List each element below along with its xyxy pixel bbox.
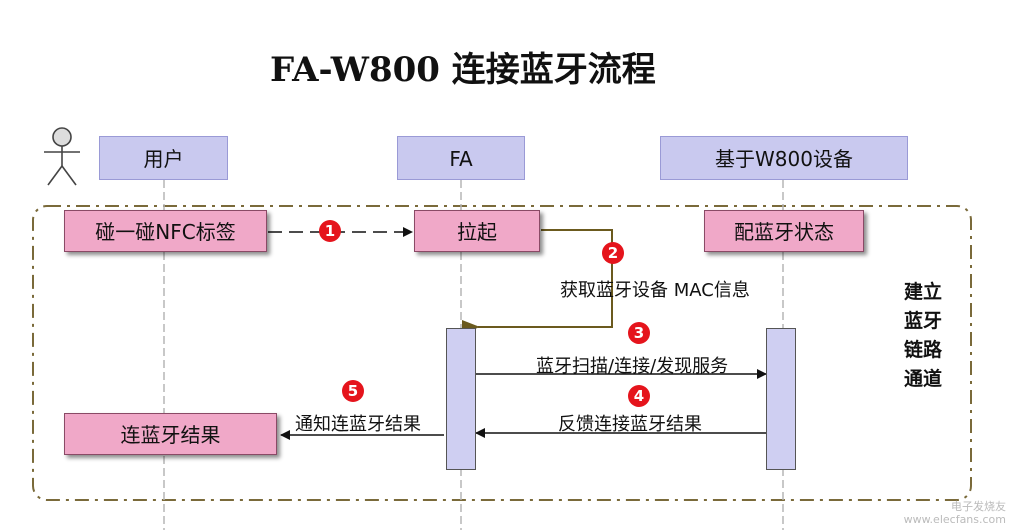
side-note-line: 链路 (903, 339, 942, 361)
side-note-line: 蓝牙 (903, 310, 942, 332)
watermark-url: www.elecfans.com (903, 513, 1006, 526)
lane-header-device: 基于W800设备 (660, 136, 908, 180)
activation-device (766, 328, 796, 470)
link-frame (32, 205, 972, 501)
actor-icon (44, 127, 80, 186)
arrow-get-mac (462, 229, 613, 334)
box-result: 连蓝牙结果 (64, 413, 277, 455)
step-badge-3: 3 (628, 322, 650, 344)
activation-fa (446, 328, 476, 470)
step-badge-5: 5 (342, 380, 364, 402)
step-badge-1: 1 (319, 220, 341, 242)
label-feedback: 反馈连接蓝牙结果 (558, 414, 702, 435)
page-title: FA-W800 连接蓝牙流程 (270, 50, 656, 90)
box-config-bt: 配蓝牙状态 (704, 210, 864, 252)
box-nfc-tap: 碰一碰NFC标签 (64, 210, 267, 252)
watermark-name: 电子发烧友 (951, 500, 1006, 513)
lane-header-user: 用户 (99, 136, 228, 180)
step-badge-4: 4 (628, 385, 650, 407)
lane-header-fa: FA (397, 136, 525, 180)
label-notify: 通知连蓝牙结果 (295, 414, 421, 435)
side-note-line: 建立 (903, 281, 942, 303)
step-badge-2: 2 (602, 242, 624, 264)
label-scan-connect: 蓝牙扫描/连接/发现服务 (536, 356, 729, 377)
watermark: 电子发烧友 www.elecfans.com (904, 500, 1006, 526)
label-get-mac: 获取蓝牙设备 MAC信息 (560, 280, 750, 301)
side-note-line: 通道 (903, 368, 942, 390)
box-launch: 拉起 (414, 210, 540, 252)
side-note-link-channel: 建立 蓝牙 链路 通道 (900, 278, 946, 394)
